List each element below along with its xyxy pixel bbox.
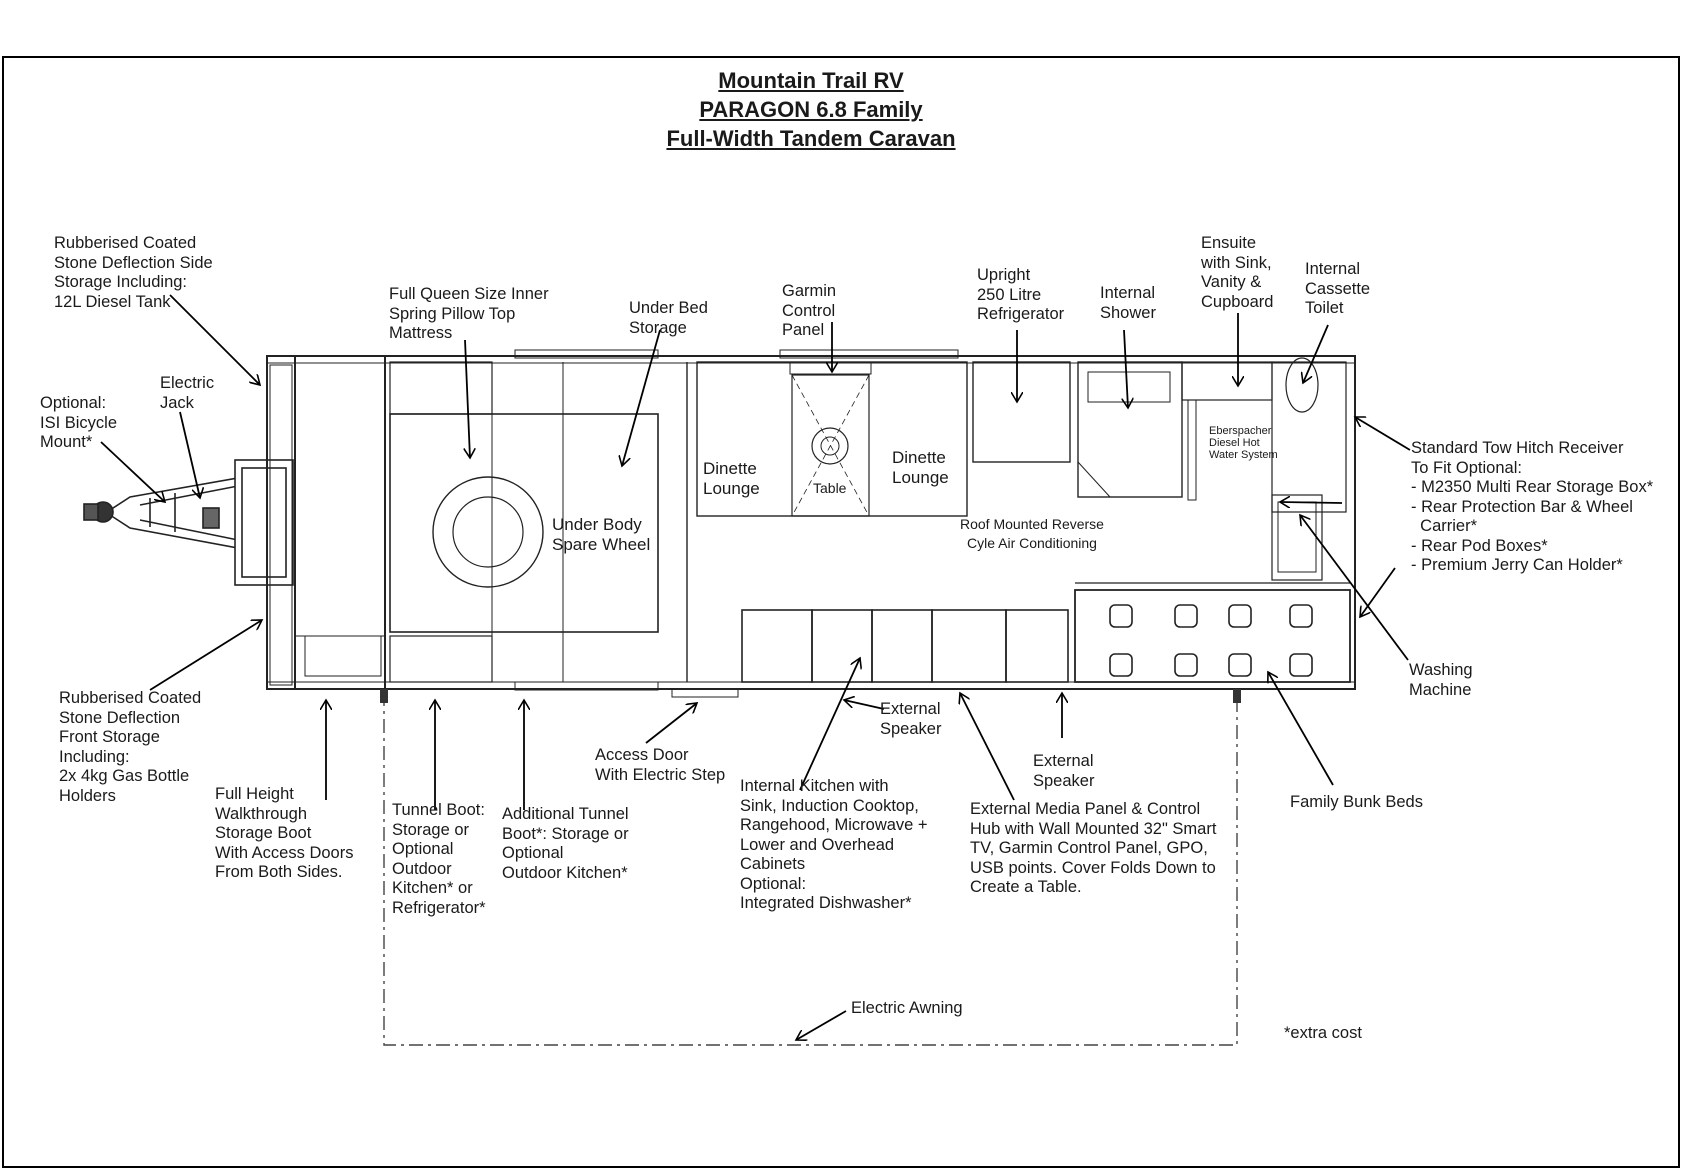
drawing-frame xyxy=(2,56,1680,1168)
leader-arrows xyxy=(100,294,1411,1040)
bunk-pillows xyxy=(1109,604,1313,677)
label-table: Table xyxy=(813,480,847,496)
a-frame-drawbar xyxy=(83,459,294,586)
label-dinette-right: Dinette Lounge xyxy=(892,448,949,487)
label-electric-awning: Electric Awning xyxy=(851,999,963,1017)
stabiliser-legs xyxy=(380,689,1241,703)
title-brand: Mountain Trail RV xyxy=(718,68,904,93)
label-media-panel: External Media Panel & Control Hub with … xyxy=(970,800,1217,896)
label-external-speaker-2: External Speaker xyxy=(1033,752,1095,790)
label-refrigerator: Upright 250 Litre Refrigerator xyxy=(977,266,1065,323)
caravan-body xyxy=(266,349,1356,698)
label-shower: Internal Shower xyxy=(1100,284,1156,322)
label-garmin-panel: Garmin Control Panel xyxy=(782,282,837,339)
label-front-storage: Rubberised Coated Stone Deflection Front… xyxy=(59,689,202,805)
label-bicycle-mount: Optional: ISI Bicycle Mount* xyxy=(40,394,118,451)
label-electric-jack: Electric Jack xyxy=(160,374,215,412)
title-block: Mountain Trail RV PARAGON 6.8 Family Ful… xyxy=(600,66,1022,153)
label-external-speaker-1: External Speaker xyxy=(880,700,942,738)
label-ensuite: Ensuite with Sink, Vanity & Cupboard xyxy=(1201,234,1274,311)
label-bunk-beds: Family Bunk Beds xyxy=(1290,793,1423,811)
label-dinette-left: Dinette Lounge xyxy=(703,459,760,498)
label-spare-wheel: Under Body Spare Wheel xyxy=(552,515,651,554)
label-under-bed-storage: Under Bed Storage xyxy=(629,299,708,337)
awning-outline xyxy=(383,692,1238,1046)
label-tow-hitch: Standard Tow Hitch Receiver To Fit Optio… xyxy=(1411,439,1654,574)
label-additional-tunnel-boot: Additional Tunnel Boot*: Storage or Opti… xyxy=(502,805,629,882)
title-type: Full-Width Tandem Caravan xyxy=(666,126,956,151)
label-kitchen: Internal Kitchen with Sink, Induction Co… xyxy=(740,777,928,912)
label-access-door: Access Door With Electric Step xyxy=(595,746,726,784)
label-walkthrough-boot: Full Height Walkthrough Storage Boot Wit… xyxy=(215,785,354,881)
title-model: PARAGON 6.8 Family xyxy=(699,97,923,122)
label-tunnel-boot: Tunnel Boot: Storage or Optional Outdoor… xyxy=(392,801,486,917)
label-hot-water: Eberspacher Diesel Hot Water System xyxy=(1209,425,1278,461)
label-mattress: Full Queen Size Inner Spring Pillow Top … xyxy=(389,285,549,342)
label-toilet: Internal Cassette Toilet xyxy=(1305,260,1371,317)
label-extra-cost: *extra cost xyxy=(1284,1024,1362,1042)
label-side-storage: Rubberised Coated Stone Deflection Side … xyxy=(54,234,213,311)
label-washing-machine: Washing Machine xyxy=(1409,661,1473,699)
label-air-conditioning: Roof Mounted Reverse Cyle Air Conditioni… xyxy=(960,516,1104,551)
